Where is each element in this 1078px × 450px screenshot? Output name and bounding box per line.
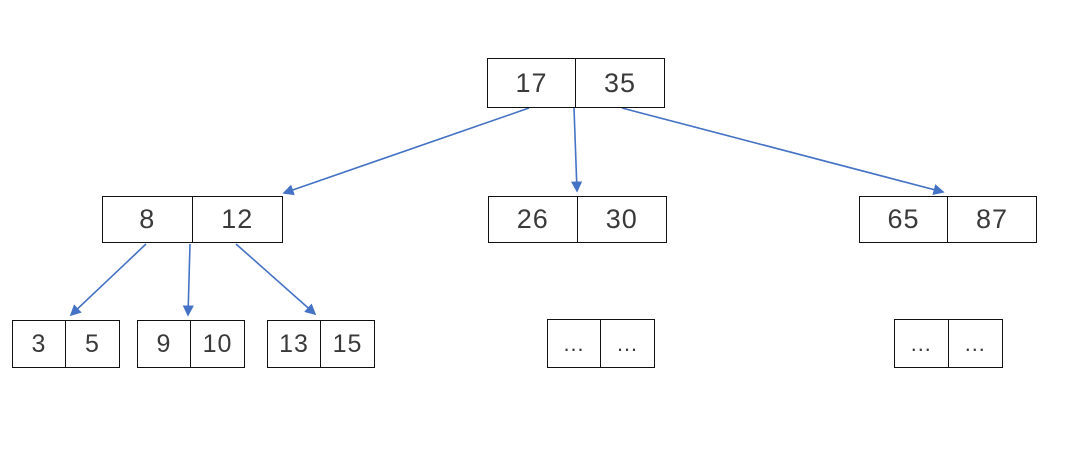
node-key-cell: … [616,330,639,356]
node-key-cell: 10 [202,329,233,358]
node-key-cell: 35 [603,67,637,98]
node-key-cell: 15 [332,329,363,358]
node-key-cell: … [895,320,949,367]
edge-root-to-8-12 [282,107,530,196]
tree-node-65-87: 65 87 [859,196,1037,243]
tree-node-3-5: 3 5 [12,320,120,368]
edge-8-12-to-3-5 [69,243,147,317]
tree-node-ellipsis-right: … … [894,319,1003,368]
node-key-cell: … [548,320,601,367]
node-key-cell: 13 [268,321,321,367]
node-key-cell: 65 [860,197,948,242]
tree-node-8-12: 8 12 [102,196,283,243]
tree-node-root: 17 35 [487,58,665,108]
tree-node-13-15: 13 15 [267,320,375,368]
node-key-cell: 3 [13,321,66,367]
node-key-cell: 30 [605,204,638,234]
node-key-cell: 12 [221,204,254,234]
node-key-cell: 5 [85,329,100,358]
tree-node-ellipsis-middle: … … [547,319,655,368]
node-key-cell: 87 [975,204,1009,234]
tree-node-26-30: 26 30 [488,196,667,243]
node-key-cell: 26 [489,197,578,242]
node-key-cell: 9 [138,321,191,367]
edge-8-12-to-13-15 [235,243,317,316]
node-key-cell: 17 [488,59,576,107]
edge-root-to-26-30 [571,107,583,193]
edge-root-to-65-87 [621,107,945,196]
node-key-cell: … [963,330,987,356]
node-key-cell: 8 [103,197,193,242]
edge-8-12-to-9-10 [182,243,194,317]
tree-node-9-10: 9 10 [137,320,245,368]
